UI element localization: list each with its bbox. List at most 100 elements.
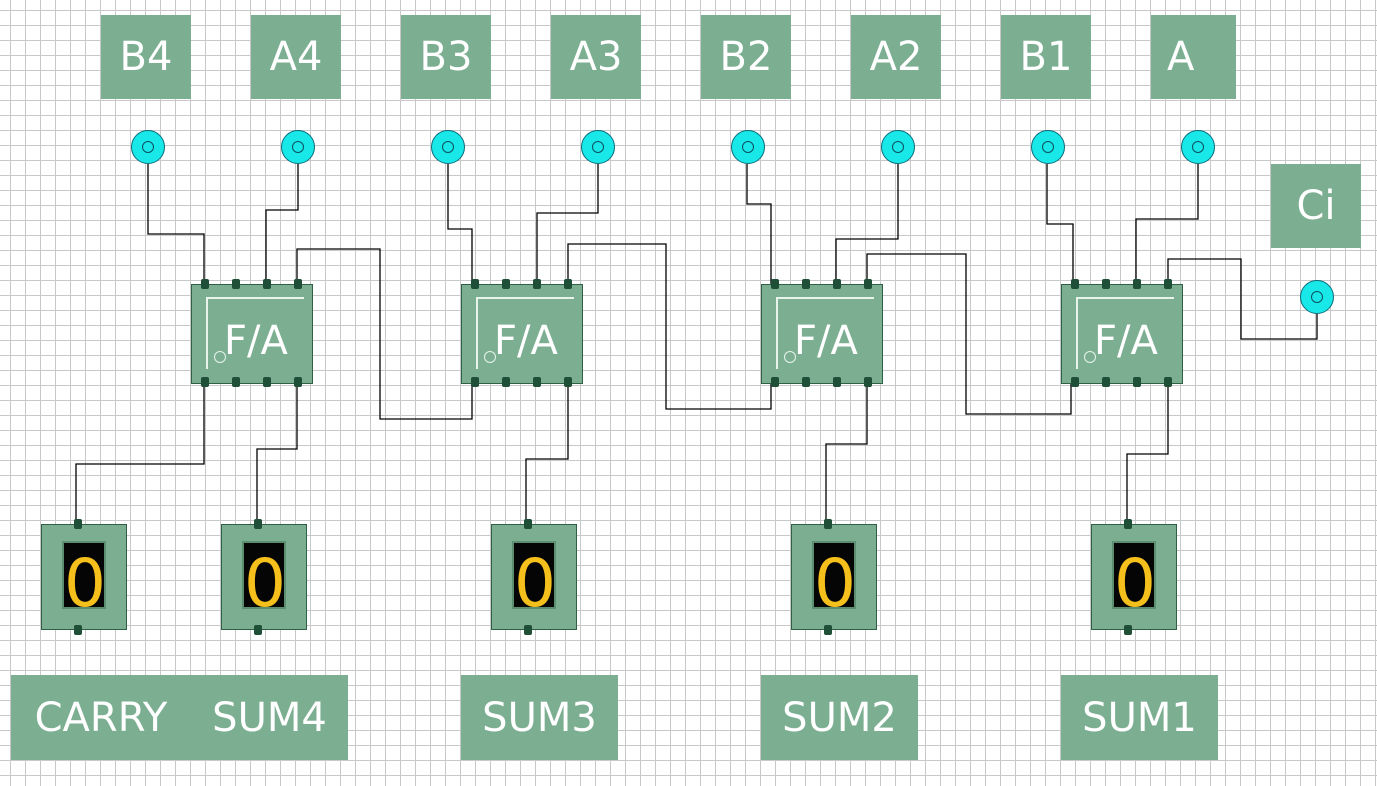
display-screen bbox=[242, 541, 286, 609]
chip-pin[interactable] bbox=[802, 279, 810, 289]
display-pin[interactable] bbox=[1124, 625, 1132, 635]
display-digit: 0 bbox=[64, 545, 106, 622]
label-sum4: SUM4 bbox=[191, 675, 348, 760]
chip-pin[interactable] bbox=[802, 377, 810, 387]
chip-notch-icon bbox=[784, 351, 796, 363]
label-sum1: SUM1 bbox=[1061, 675, 1218, 760]
chip-outline bbox=[476, 297, 574, 369]
chip-pin[interactable] bbox=[1071, 279, 1079, 289]
input-pin-b4-icon[interactable] bbox=[131, 130, 165, 164]
wire-b2-to-fa2 bbox=[746, 164, 772, 287]
wire-b4-to-fa4 bbox=[147, 164, 205, 287]
display-digit: 0 bbox=[1114, 545, 1156, 622]
chip-pin[interactable] bbox=[533, 377, 541, 387]
chip-pin[interactable] bbox=[833, 279, 841, 289]
chip-pin[interactable] bbox=[533, 279, 541, 289]
label-sum2: SUM2 bbox=[761, 675, 918, 760]
chip-notch-icon bbox=[1084, 351, 1096, 363]
chip-pin[interactable] bbox=[833, 377, 841, 387]
display-pin[interactable] bbox=[524, 625, 532, 635]
wire-ci-to-fa1 bbox=[1167, 258, 1318, 340]
display-pin[interactable] bbox=[824, 625, 832, 635]
chip-pin[interactable] bbox=[201, 377, 209, 387]
input-pin-a4-icon[interactable] bbox=[281, 130, 315, 164]
display-pin[interactable] bbox=[254, 625, 262, 635]
full-adder-label: F/A bbox=[794, 318, 858, 364]
full-adder-3[interactable]: F/A bbox=[461, 279, 583, 387]
chip-outline bbox=[1076, 297, 1174, 369]
full-adder-4[interactable]: F/A bbox=[191, 279, 313, 387]
display-pin[interactable] bbox=[74, 625, 82, 635]
display-pin[interactable] bbox=[524, 519, 532, 529]
display-screen bbox=[512, 541, 556, 609]
wire-fa4-sum-to-display bbox=[256, 384, 298, 526]
input-pin-b2-icon[interactable] bbox=[731, 130, 765, 164]
wire-b1-to-fa1 bbox=[1046, 164, 1074, 287]
display-sum1[interactable]: 0 bbox=[1091, 519, 1177, 635]
chip-pin[interactable] bbox=[771, 279, 779, 289]
wire-a2-to-fa2 bbox=[835, 164, 899, 287]
full-adder-label: F/A bbox=[224, 318, 288, 364]
chip-pin[interactable] bbox=[232, 279, 240, 289]
display-sum4[interactable]: 0 bbox=[221, 519, 307, 635]
chip-pin[interactable] bbox=[1164, 377, 1172, 387]
chip-pin[interactable] bbox=[471, 377, 479, 387]
chip-pin[interactable] bbox=[232, 377, 240, 387]
chip-outline bbox=[206, 297, 304, 369]
chip-pin[interactable] bbox=[864, 279, 872, 289]
label-b1: B1 bbox=[1001, 15, 1091, 99]
chip-pin[interactable] bbox=[1102, 279, 1110, 289]
display-pin[interactable] bbox=[254, 519, 262, 529]
input-pin-a2-icon[interactable] bbox=[881, 130, 915, 164]
chip-pin[interactable] bbox=[263, 279, 271, 289]
chip-pin[interactable] bbox=[502, 279, 510, 289]
chip-pin[interactable] bbox=[1102, 377, 1110, 387]
display-sum2[interactable]: 0 bbox=[791, 519, 877, 635]
chip-pin[interactable] bbox=[771, 377, 779, 387]
chip-pin[interactable] bbox=[201, 279, 209, 289]
chip-pin[interactable] bbox=[1133, 279, 1141, 289]
display-carry[interactable]: 0 bbox=[41, 519, 127, 635]
chip-pin[interactable] bbox=[1133, 377, 1141, 387]
label-a2: A2 bbox=[851, 15, 941, 99]
input-pin-ci-icon[interactable] bbox=[1300, 280, 1334, 314]
chip-pin[interactable] bbox=[864, 377, 872, 387]
wire-fa2-carry-to-fa3 bbox=[567, 243, 772, 410]
display-sum3[interactable]: 0 bbox=[491, 519, 577, 635]
wire-a1-to-fa1 bbox=[1135, 164, 1199, 287]
label-a4: A4 bbox=[251, 15, 341, 99]
wire-b3-to-fa3 bbox=[447, 164, 473, 287]
full-adder-label: F/A bbox=[494, 318, 558, 364]
input-pin-b3-icon[interactable] bbox=[431, 130, 465, 164]
chip-pin[interactable] bbox=[564, 279, 572, 289]
chip-pin[interactable] bbox=[294, 377, 302, 387]
wire-a3-to-fa3 bbox=[536, 164, 599, 287]
full-adder-1[interactable]: F/A bbox=[1061, 279, 1183, 387]
label-carry: CARRY bbox=[11, 675, 191, 760]
input-pin-b1-icon[interactable] bbox=[1031, 130, 1065, 164]
chip-pin[interactable] bbox=[564, 377, 572, 387]
display-pin[interactable] bbox=[74, 519, 82, 529]
chip-pin[interactable] bbox=[294, 279, 302, 289]
full-adder-label: F/A bbox=[1094, 318, 1158, 364]
label-b3: B3 bbox=[401, 15, 491, 99]
display-pin[interactable] bbox=[824, 519, 832, 529]
wire-a4-to-fa4 bbox=[265, 164, 299, 287]
label-sum3: SUM3 bbox=[461, 675, 618, 760]
chip-pin[interactable] bbox=[263, 377, 271, 387]
label-ci: Ci bbox=[1271, 164, 1361, 248]
display-screen bbox=[62, 541, 106, 609]
chip-pin[interactable] bbox=[1071, 377, 1079, 387]
input-pin-a1-icon[interactable] bbox=[1181, 130, 1215, 164]
label-a1: A bbox=[1151, 15, 1236, 99]
chip-pin[interactable] bbox=[1164, 279, 1172, 289]
label-b4: B4 bbox=[101, 15, 191, 99]
chip-pin[interactable] bbox=[471, 279, 479, 289]
display-pin[interactable] bbox=[1124, 519, 1132, 529]
display-digit: 0 bbox=[514, 545, 556, 622]
display-screen bbox=[812, 541, 856, 609]
chip-pin[interactable] bbox=[502, 377, 510, 387]
full-adder-2[interactable]: F/A bbox=[761, 279, 883, 387]
input-pin-a3-icon[interactable] bbox=[581, 130, 615, 164]
wire-fa2-sum-to-display bbox=[825, 384, 868, 526]
